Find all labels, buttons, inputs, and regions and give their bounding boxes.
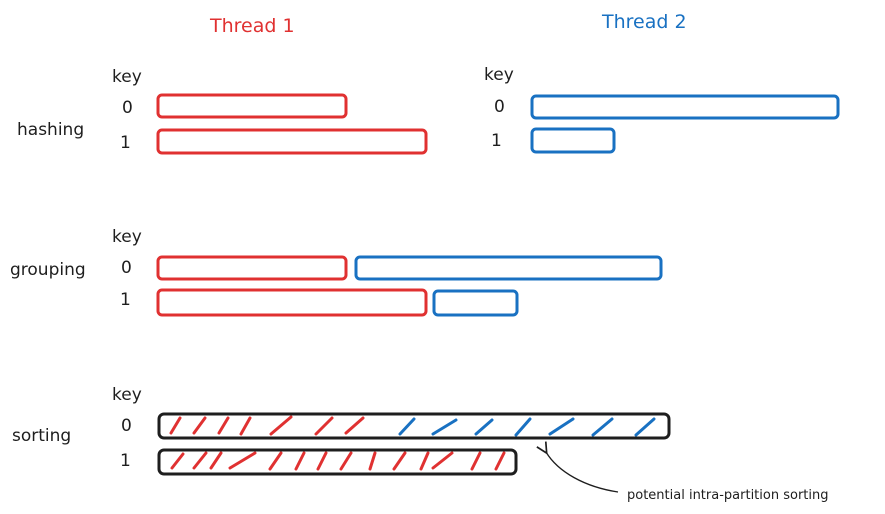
key-1-hashing-t2: 1 (491, 131, 502, 151)
key-header-sorting: key (112, 385, 142, 405)
group-key0-t2-bar (354, 255, 663, 281)
sort-key1-bar (157, 448, 518, 476)
key-header-hashing-t1: key (112, 67, 142, 87)
key-1-hashing-t1: 1 (120, 133, 131, 153)
section-label-sorting: sorting (12, 426, 71, 446)
group-key1-t2-bar (432, 289, 519, 317)
key-header-hashing-t2: key (484, 65, 514, 85)
sort-key0-hatch (169, 415, 656, 437)
hash-t2-key0-bar (530, 94, 840, 120)
key-1-grouping: 1 (120, 290, 131, 310)
sort-key1-hatch (170, 451, 506, 471)
annotation-arrow (546, 452, 619, 493)
thread-1-header: Thread 1 (209, 15, 295, 37)
hash-t1-key1-bar (156, 128, 428, 155)
group-key0-t1-bar (156, 255, 348, 281)
key-0-hashing-t1: 0 (122, 98, 133, 118)
section-label-grouping: grouping (10, 260, 86, 280)
key-header-grouping: key (112, 227, 142, 247)
annotation-text: potential intra-partition sorting (627, 488, 829, 503)
hash-t1-key0-bar (156, 93, 348, 119)
key-0-sorting: 0 (121, 416, 132, 436)
key-1-sorting: 1 (120, 451, 131, 471)
thread-2-header: Thread 2 (601, 11, 687, 33)
sort-key0-bar (157, 412, 671, 440)
group-key1-t1-bar (156, 288, 428, 317)
key-0-hashing-t2: 0 (494, 97, 505, 117)
section-label-hashing: hashing (17, 120, 84, 140)
hash-t2-key1-bar (530, 127, 616, 154)
key-0-grouping: 0 (121, 258, 132, 278)
